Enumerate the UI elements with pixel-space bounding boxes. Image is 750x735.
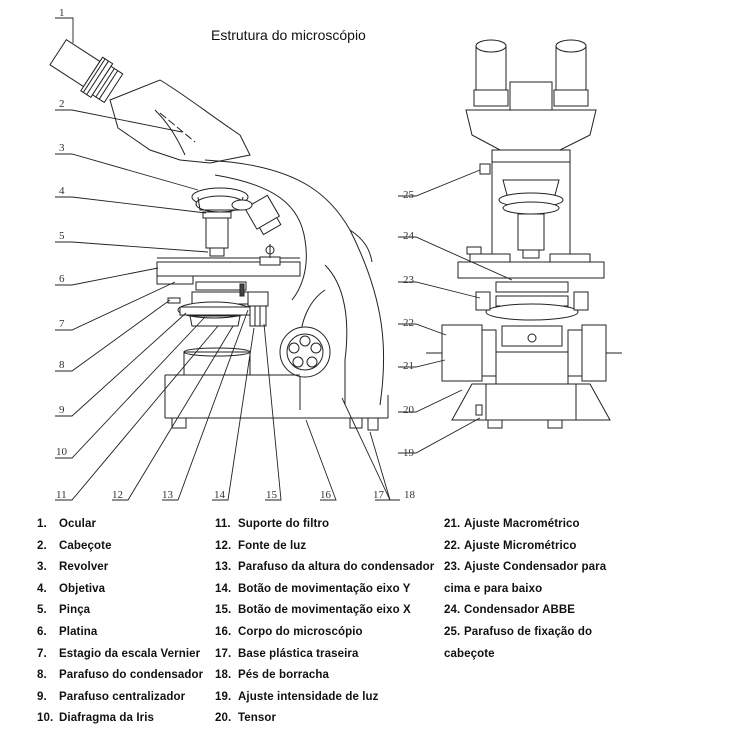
legend-item: cima e para baixo [444, 583, 543, 595]
legend-item: 4.Objetiva [37, 583, 106, 595]
eyepiece-drawing [49, 38, 124, 104]
legend-item: 25.Parafuso de fixação do [444, 626, 593, 638]
callout-18: 18 [404, 489, 416, 501]
leader-lines [55, 17, 513, 501]
legend-item: 6.Platina [37, 626, 98, 638]
callout-17: 17 [373, 489, 385, 501]
callout-9: 9 [59, 404, 65, 416]
callout-13: 13 [162, 489, 174, 501]
legend-item: 15.Botão de movimentação eixo X [215, 604, 411, 616]
side-view-microscope [49, 38, 389, 431]
callout-22: 22 [403, 317, 414, 329]
nosepiece-drawing [191, 187, 282, 257]
callout-14: 14 [214, 489, 226, 501]
callout-5: 5 [59, 230, 65, 242]
callout-11: 11 [56, 489, 67, 501]
head-drawing [109, 79, 251, 164]
base-drawing [164, 347, 389, 431]
legend-item: 19.Ajuste intensidade de luz [215, 691, 379, 703]
legend-item: 13.Parafuso da altura do condensador [215, 561, 435, 573]
focus-knob-drawing [279, 326, 331, 378]
parts-legend: 1.Ocular 2.Cabeçote 3.Revolver 4.Objetiv… [0, 514, 750, 735]
legend-item: 24.Condensador ABBE [444, 604, 576, 616]
legend-item: 5.Pinça [37, 604, 91, 616]
callout-21: 21 [403, 360, 414, 372]
callout-8: 8 [59, 359, 65, 371]
legend-item: 12.Fonte de luz [215, 540, 307, 552]
legend-item: 10.Diafragma da Iris [37, 712, 155, 724]
legend-item: 7.Estagio da escala Vernier [37, 648, 201, 660]
callout-23: 23 [403, 274, 415, 286]
diagram-title: Estrutura do microscópio [211, 27, 366, 43]
callout-15: 15 [266, 489, 278, 501]
legend-item: 3.Revolver [37, 561, 109, 573]
callout-3: 3 [59, 142, 65, 154]
legend-item: 8.Parafuso do condensador [37, 669, 204, 681]
front-view-microscope [426, 39, 622, 429]
legend-item: 17.Base plástica traseira [215, 648, 359, 660]
callout-24: 24 [403, 230, 415, 242]
legend-item: 23.Ajuste Condensador para [444, 561, 607, 573]
legend-item: 20.Tensor [215, 712, 277, 724]
legend-item: 22.Ajuste Micrométrico [444, 540, 577, 552]
legend-item: 18.Pés de borracha [215, 669, 329, 681]
legend-item: 11.Suporte do filtro [215, 518, 330, 530]
callout-10: 10 [56, 446, 68, 458]
callout-12: 12 [112, 489, 123, 501]
legend-item: cabeçote [444, 648, 495, 660]
legend-item: 21.Ajuste Macrométrico [444, 518, 580, 530]
condenser-drawing [167, 281, 269, 327]
callout-20: 20 [403, 404, 415, 416]
stage-drawing [156, 244, 301, 285]
legend-item: 16.Corpo do microscópio [215, 626, 363, 638]
microscope-diagram: Estrutura do microscópio [49, 7, 622, 501]
legend-item: 14.Botão de movimentação eixo Y [215, 583, 411, 595]
legend-item: 9.Parafuso centralizador [37, 691, 186, 703]
callout-6: 6 [59, 273, 65, 285]
callout-4: 4 [59, 185, 65, 197]
callout-numbers: 1 2 3 4 5 6 7 8 9 10 11 12 13 14 15 16 1… [56, 7, 416, 501]
callout-7: 7 [59, 318, 65, 330]
callout-25: 25 [403, 189, 415, 201]
callout-2: 2 [59, 98, 65, 110]
legend-item: 1.Ocular [37, 518, 97, 530]
callout-16: 16 [320, 489, 332, 501]
legend-item: 2.Cabeçote [37, 540, 112, 552]
callout-19: 19 [403, 447, 415, 459]
callout-1: 1 [59, 7, 65, 19]
